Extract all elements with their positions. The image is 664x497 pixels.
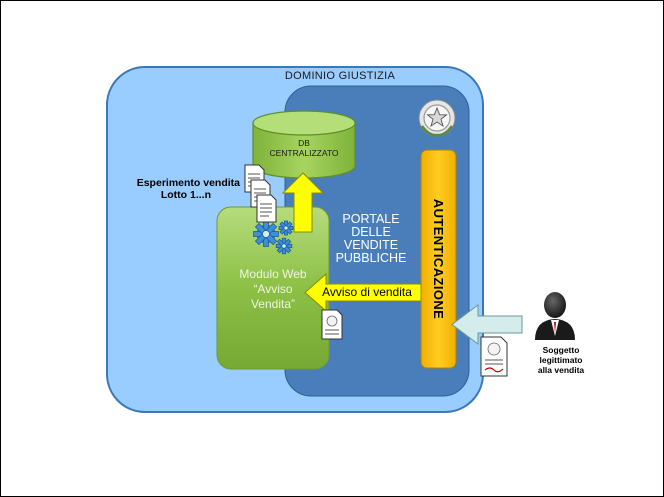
db-label-line2: CENTRALIZZATO (269, 148, 339, 158)
gears-icon (253, 220, 294, 255)
autenticazione-bar (420, 149, 457, 369)
soggetto-line1: Soggetto (542, 345, 580, 355)
modulo-line3: Vendita” (250, 297, 296, 311)
sealed-document-icon (321, 309, 343, 340)
esperimento-line1: Esperimento vendita (136, 177, 240, 189)
portale-label: PORTALE DELLE VENDITE PUBBLICHE (331, 213, 411, 265)
portale-line4: PUBBLICHE (335, 251, 407, 265)
esperimento-line2: Lotto 1...n (160, 189, 211, 201)
user-icon (535, 292, 575, 340)
input-arrow (451, 304, 523, 345)
soggetto-line3: alla vendita (537, 365, 585, 375)
modulo-label: Modulo Web “Avviso Vendita” (219, 267, 327, 312)
modulo-line1: Modulo Web (239, 267, 307, 281)
portale-line3: VENDITE (343, 238, 399, 252)
db-centralizzato-cylinder (252, 110, 356, 179)
modulo-line2: “Avviso (253, 282, 293, 296)
portale-line2: DELLE (351, 225, 391, 239)
autenticazione-label: AUTENTICAZIONE (431, 198, 446, 320)
italian-republic-emblem-icon (418, 99, 456, 137)
db-label: DB CENTRALIZZATO (259, 138, 349, 158)
document-stack-icon (244, 164, 277, 223)
db-label-line1: DB (298, 138, 310, 148)
signed-document-icon (480, 336, 508, 377)
avviso-label: Avviso di vendita (322, 285, 412, 299)
esperimento-label: Esperimento vendita Lotto 1...n (118, 177, 240, 201)
dominio-label: DOMINIO GIUSTIZIA (284, 70, 396, 82)
soggetto-label: Soggetto legittimato alla vendita (526, 345, 596, 375)
portale-line1: PORTALE (342, 212, 400, 226)
upload-arrow (281, 172, 325, 233)
avviso-arrow (304, 272, 422, 313)
soggetto-line2: legittimato (539, 355, 583, 365)
